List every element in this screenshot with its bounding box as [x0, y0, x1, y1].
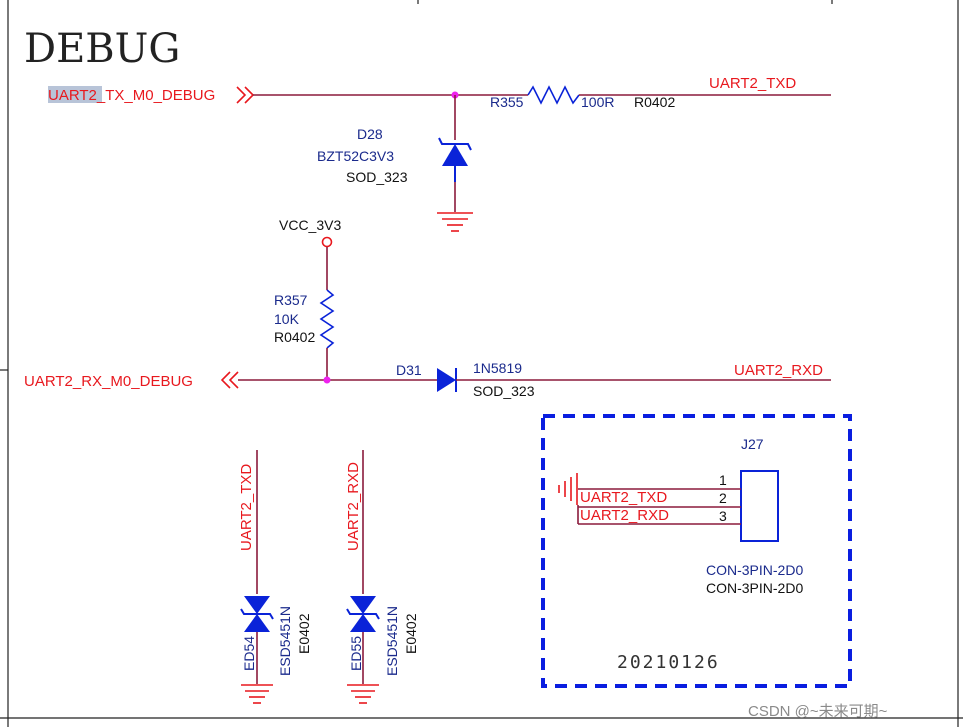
d28-value: BZT52C3V3	[317, 148, 394, 164]
page-title: DEBUG	[24, 26, 180, 72]
r357-resistor-icon[interactable]	[319, 289, 335, 349]
rx-port-arrow-icon	[220, 371, 231, 389]
ed55-tvs-diode-icon[interactable]	[346, 596, 380, 632]
r357-value: 10K	[274, 311, 300, 327]
esd-ed55: UART2_RXD ED55 ESD5451N E0402	[345, 450, 419, 704]
ground-icon	[347, 684, 379, 704]
ground-icon	[558, 473, 578, 505]
d31-value: 1N5819	[473, 360, 522, 376]
r355-ref: R355	[490, 94, 524, 110]
ed54-value: ESD5451N	[277, 606, 293, 676]
ed55-footprint: E0402	[403, 613, 419, 654]
ground-icon	[241, 684, 273, 704]
net-label-ed55[interactable]: UART2_RXD	[345, 462, 362, 551]
d28-zener-diode-icon[interactable]	[438, 137, 472, 182]
net-label-vcc-3v3[interactable]: VCC_3V3	[279, 217, 341, 233]
d28-footprint: SOD_323	[346, 169, 408, 185]
net-label-uart2-rxd[interactable]: UART2_RXD	[734, 362, 823, 379]
net-label-uart2-rx-m0-debug[interactable]: UART2_RX_M0_DEBUG	[24, 373, 193, 390]
j27-pin3-net[interactable]: UART2_RXD	[580, 507, 669, 524]
tx-port-arrow-icon	[236, 86, 247, 104]
r357-ref: R357	[274, 292, 308, 308]
j27-footprint: CON-3PIN-2D0	[706, 580, 803, 596]
r355-value: 100R	[581, 94, 614, 110]
ed54-tvs-diode-icon[interactable]	[240, 596, 274, 632]
junction-dot	[323, 376, 331, 384]
d31-footprint: SOD_323	[473, 383, 535, 399]
ed55-value: ESD5451N	[384, 606, 400, 676]
rx-path: VCC_3V3 R357 10K R0402 UART2_RX_M0_DEBUG…	[24, 217, 831, 399]
j27-connector-body[interactable]	[740, 470, 779, 542]
date-code: 20210126	[617, 652, 720, 673]
power-pin-icon	[321, 236, 333, 248]
tx-path: UART2_TX_M0_DEBUG R355 100R R0402 UART2_…	[48, 75, 831, 232]
d28-ref: D28	[357, 126, 383, 142]
net-label-uart2-txd[interactable]: UART2_TXD	[709, 75, 796, 92]
ed54-footprint: E0402	[296, 613, 312, 654]
j27-pin3-number: 3	[719, 508, 727, 524]
connector-j27-block: J27 1 UART2_TXD 2 UART2_RXD 3 CON-3PIN-2…	[541, 414, 852, 688]
j27-ref: J27	[741, 436, 764, 452]
r357-footprint: R0402	[274, 329, 315, 345]
j27-pin2-number: 2	[719, 490, 727, 506]
rx-port-arrow-icon-2	[228, 371, 239, 389]
net-label-ed54[interactable]: UART2_TXD	[238, 464, 255, 551]
j27-pin2-net[interactable]: UART2_TXD	[580, 489, 667, 506]
j27-value: CON-3PIN-2D0	[706, 562, 803, 578]
watermark: CSDN @~未来可期~	[748, 703, 888, 720]
debug-connector-outline	[541, 414, 852, 688]
r355-footprint: R0402	[634, 94, 675, 110]
ground-icon	[437, 212, 473, 232]
ed55-ref: ED55	[348, 636, 364, 671]
ed54-ref: ED54	[241, 636, 257, 671]
net-label-highlight	[48, 86, 102, 103]
r355-resistor-icon[interactable]	[527, 85, 580, 105]
d31-schottky-diode-icon[interactable]	[437, 368, 457, 392]
net-label-uart2-tx-m0-debug[interactable]: UART2_TX_M0_DEBUG	[48, 87, 215, 104]
tx-port-arrow-icon-2	[244, 86, 255, 104]
esd-ed54: UART2_TXD ED54 ESD5451N E0402	[238, 450, 312, 704]
j27-pin1-number: 1	[719, 472, 727, 488]
d31-ref: D31	[396, 362, 422, 378]
